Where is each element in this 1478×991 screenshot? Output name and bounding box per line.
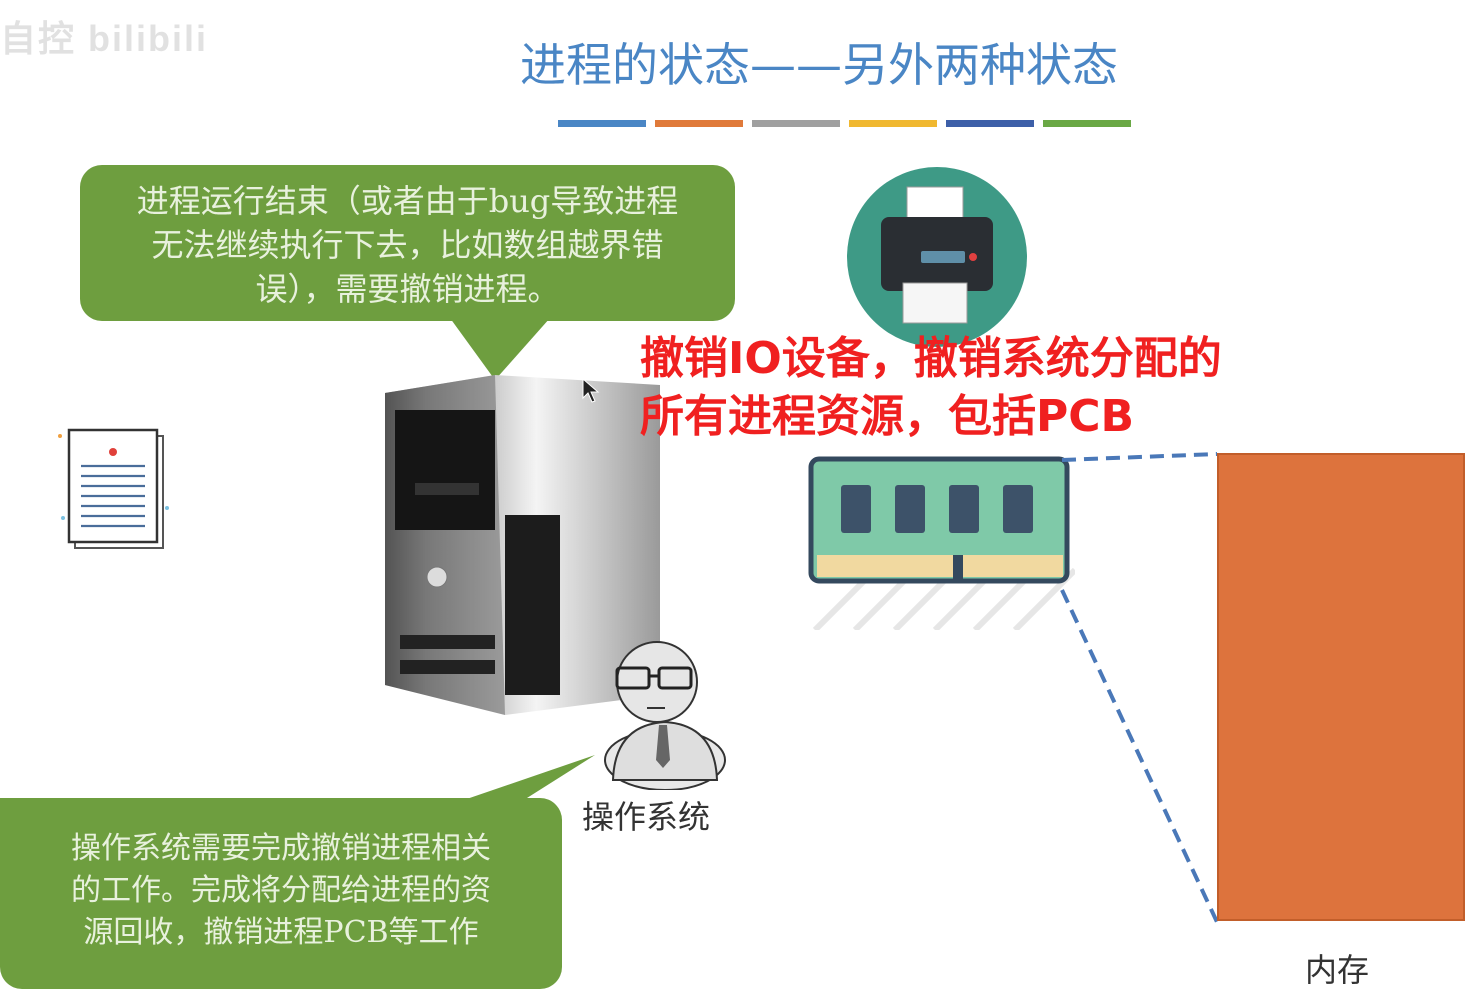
os-label: 操作系统: [582, 798, 711, 836]
bubble-bottom-line1: 操作系统需要完成撤销进程相关: [71, 831, 491, 866]
bubble-top-line3: 误），需要撤销进程。: [255, 270, 560, 308]
ram-memory-connectors: [1060, 452, 1219, 923]
bubble-top-line1: 进程运行结束（或者由于bug导致进程: [136, 182, 679, 220]
speech-bubble-bottom: 操作系统需要完成撤销进程相关 的工作。完成将分配给进程的资 源回收，撤销进程PC…: [0, 798, 562, 989]
memory-label: 内存: [1305, 951, 1370, 989]
ram-module-icon: [808, 456, 1075, 630]
bubble-top-tail: [450, 318, 550, 380]
mouse-cursor-icon: [582, 378, 600, 403]
red-annotation: 撤销IO设备，撤销系统分配的 所有进程资源，包括PCB: [640, 330, 1300, 460]
os-person-icon: [604, 641, 726, 790]
bubble-bottom-line2: 的工作。完成将分配给进程的资: [71, 873, 491, 908]
red-annotation-line2: 所有进程资源，包括PCB: [640, 391, 1135, 442]
watermark-logo: 自控 bilibili: [0, 18, 208, 59]
title-bar-5: [946, 120, 1034, 127]
title-bar-1: [558, 120, 646, 127]
bubble-bottom-line3: 源回收，撤销进程PCB等工作: [83, 915, 479, 950]
computer-tower-icon: [385, 375, 660, 715]
title-bar-4: [849, 120, 937, 127]
title-bar-3: [752, 120, 840, 127]
speech-bubble-top: 进程运行结束（或者由于bug导致进程 无法继续执行下去，比如数组越界错 误），需…: [80, 165, 735, 321]
memory-block: [1217, 453, 1465, 921]
bubble-top-line2: 无法继续执行下去，比如数组越界错: [151, 226, 664, 264]
printer-icon: [847, 167, 1027, 347]
title-bar-6: [1043, 120, 1131, 127]
title-bar-2: [655, 120, 743, 127]
slide-title: 进程的状态——另外两种状态: [520, 38, 1118, 92]
document-icon: [58, 428, 169, 549]
red-annotation-line1: 撤销IO设备，撤销系统分配的: [640, 333, 1222, 384]
